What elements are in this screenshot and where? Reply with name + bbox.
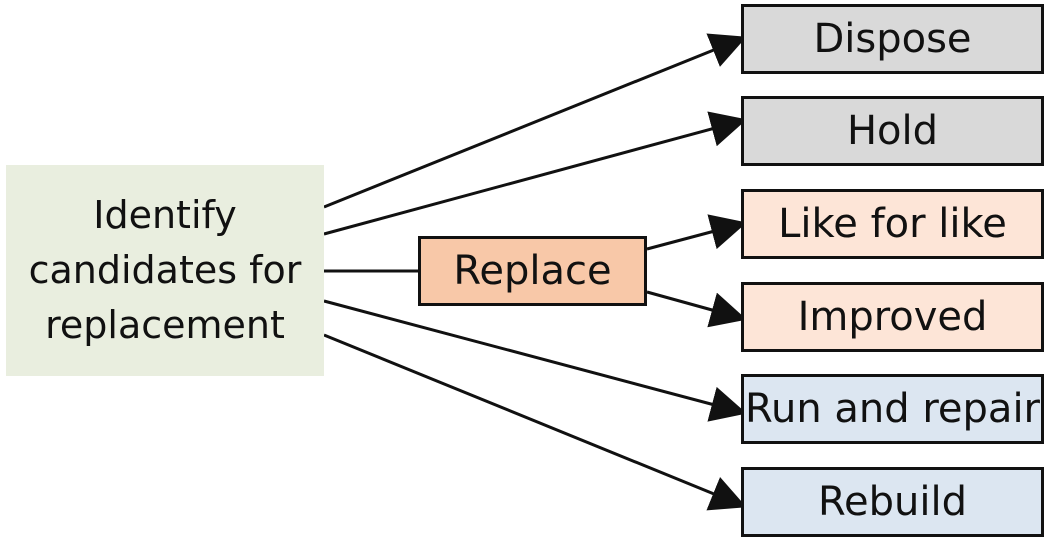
identify-candidates-label: Identify candidates for replacement — [28, 193, 302, 347]
identify-candidates-node: Identify candidates for replacement — [6, 165, 324, 376]
run-and-repair-label: Run and repair — [744, 386, 1041, 432]
run-and-repair-node: Run and repair — [741, 374, 1044, 444]
arrow-to-like-for-like — [646, 214, 747, 251]
dispose-label: Dispose — [813, 16, 972, 62]
hold-label: Hold — [846, 108, 939, 154]
improved-node: Improved — [741, 282, 1044, 352]
arrow-to-run-and-repair — [323, 299, 747, 422]
replace-label: Replace — [453, 248, 612, 294]
arrow-to-rebuild — [323, 333, 747, 511]
rebuild-label: Rebuild — [818, 479, 967, 525]
dispose-node: Dispose — [741, 4, 1044, 74]
like-for-like-node: Like for like — [741, 189, 1044, 259]
replace-node: Replace — [418, 236, 647, 306]
improved-label: Improved — [797, 294, 988, 340]
arrow-to-hold — [323, 111, 747, 236]
arrow-to-improved — [646, 290, 747, 328]
like-for-like-label: Like for like — [778, 201, 1007, 247]
hold-node: Hold — [741, 96, 1044, 166]
arrow-to-dispose — [323, 33, 747, 209]
rebuild-node: Rebuild — [741, 467, 1044, 537]
